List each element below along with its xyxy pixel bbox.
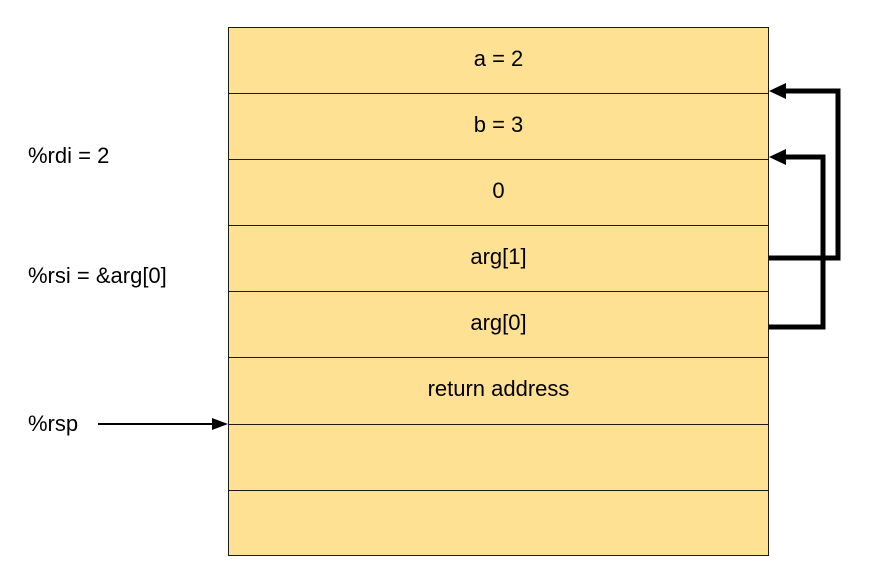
arg1-pointer-arrow — [769, 83, 841, 261]
register-rsp-label: %rsp — [28, 411, 79, 436]
register-rdi-label: %rdi = 2 — [28, 143, 110, 168]
stack-frame: a = 2 b = 3 0 arg[1] arg[0] return addre… — [228, 27, 769, 556]
stack-slot-label: a = 2 — [473, 46, 524, 71]
arg0-pointer-line — [769, 154, 826, 330]
stack-slot-label: 0 — [492, 178, 505, 204]
rsp-arrow-head — [212, 418, 228, 430]
register-rsi-label: %rsi = &arg[0] — [28, 263, 167, 288]
stack-slot-b: b = 3 — [229, 94, 768, 161]
stack-slot-empty-2 — [229, 491, 768, 557]
rsp-arrow — [98, 418, 228, 430]
stack-slot-label: arg[1] — [470, 244, 527, 270]
arg1-pointer-line — [769, 88, 841, 261]
stack-slot-zero: 0 — [229, 160, 768, 227]
arg1-pointer-head — [769, 83, 786, 99]
stack-slot-a: a = 2 — [229, 28, 768, 95]
stack-slot-arg0: arg[0] — [229, 292, 768, 359]
stack-slot-label: b = 3 — [473, 112, 524, 138]
stack-slot-return-address: return address — [229, 358, 768, 425]
stack-slot-arg1: arg[1] — [229, 226, 768, 293]
stack-slot-label: return address — [427, 376, 570, 402]
stack-slot-empty-1 — [229, 425, 768, 491]
arg0-pointer-head — [769, 149, 786, 165]
arg0-pointer-arrow — [769, 149, 826, 330]
stack-slot-label: arg[0] — [470, 310, 527, 336]
